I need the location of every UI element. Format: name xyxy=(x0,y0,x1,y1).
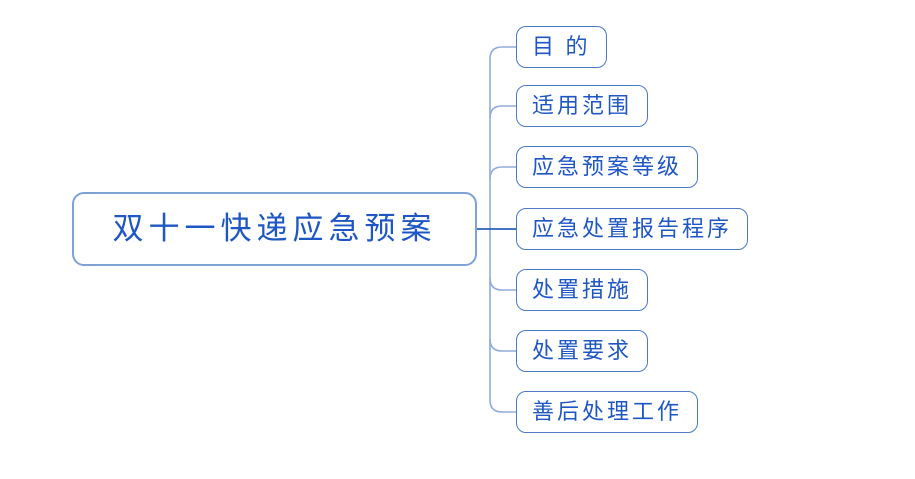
mindmap-node-report-procedure[interactable]: 应急处置报告程序 xyxy=(516,208,749,250)
mindmap-root-node[interactable]: 双十一快递应急预案 xyxy=(72,192,477,266)
mindmap-node-scope[interactable]: 适用范围 xyxy=(516,85,649,127)
mindmap-node-purpose[interactable]: 目 的 xyxy=(516,26,607,68)
mindmap-node-handling-measures[interactable]: 处置措施 xyxy=(516,269,649,311)
mindmap-node-handling-requirements[interactable]: 处置要求 xyxy=(516,330,649,372)
mindmap-node-aftermath-work[interactable]: 善后处理工作 xyxy=(516,391,699,433)
mindmap-node-plan-levels[interactable]: 应急预案等级 xyxy=(516,146,699,188)
